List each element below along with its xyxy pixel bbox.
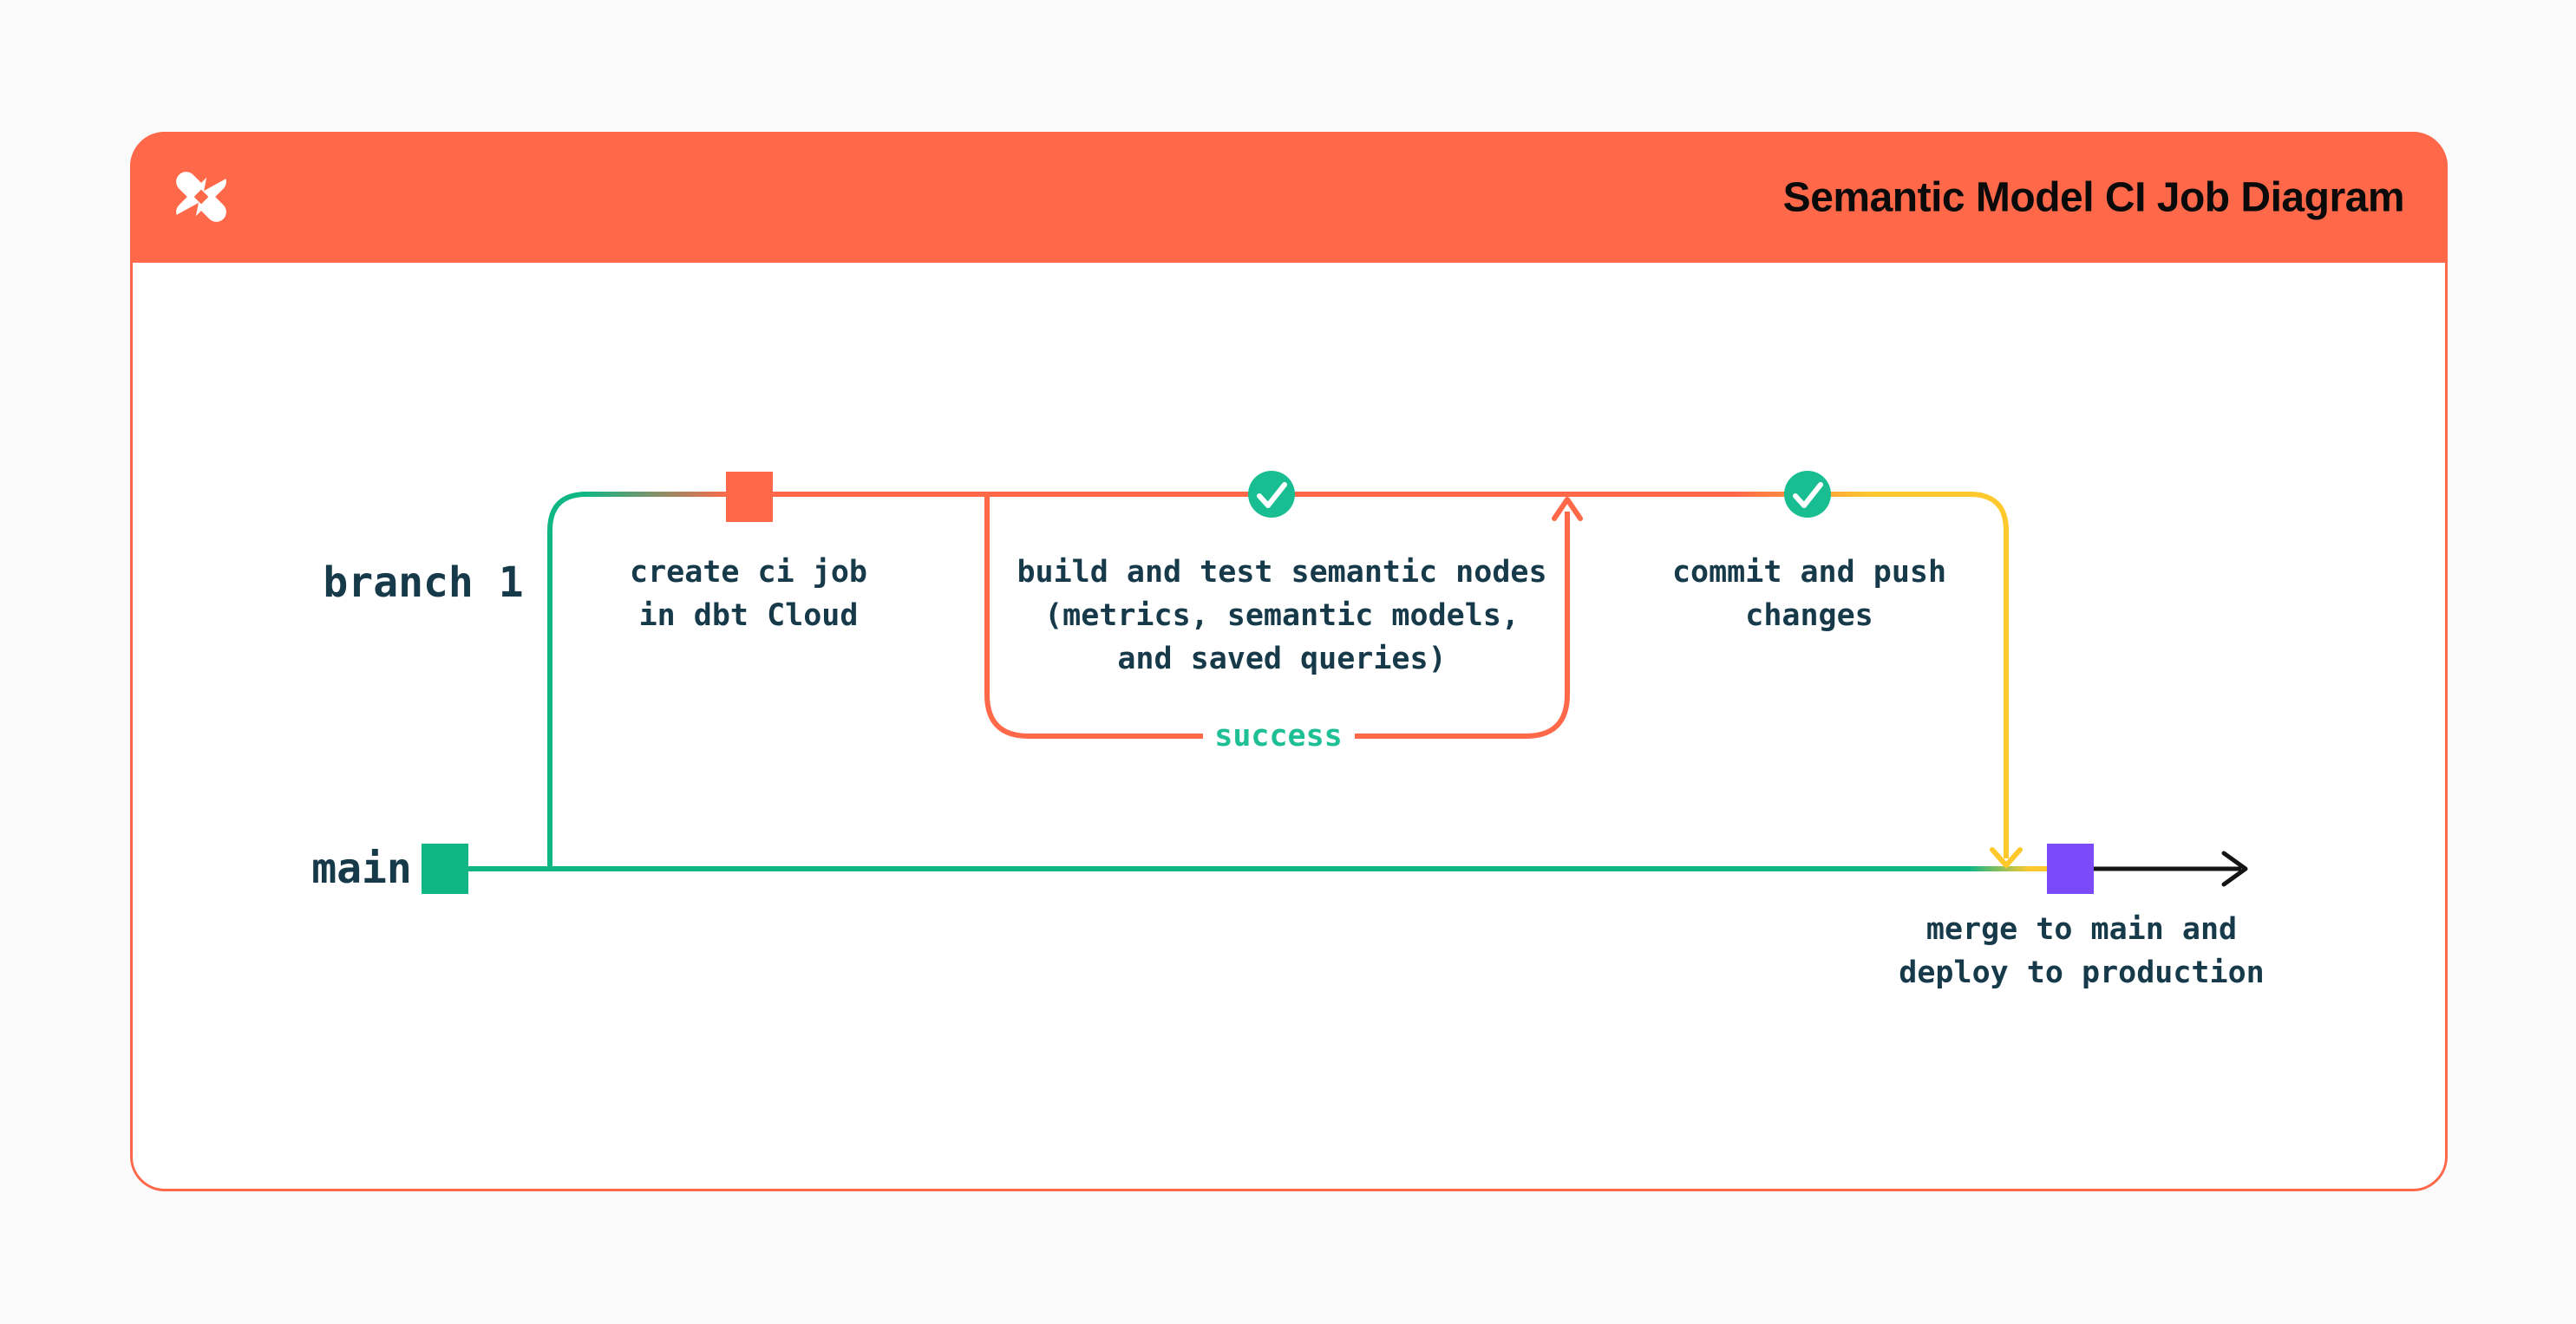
arrow-down-icon xyxy=(1990,847,2023,868)
label-line: build and test semantic nodes xyxy=(1017,555,1547,590)
merge-commit-node xyxy=(2047,844,2094,894)
success-label: success xyxy=(1214,719,1343,753)
check-circle-icon xyxy=(1784,471,1831,518)
label-line: and saved queries) xyxy=(1117,642,1447,676)
label-line: create ci job xyxy=(630,555,867,590)
build-and-test-label: build and test semantic nodes (metrics, … xyxy=(1017,551,1546,681)
commit-and-push-label: commit and push changes xyxy=(1672,551,1946,637)
branch-1-label: branch 1 xyxy=(323,558,524,607)
main-commit-node xyxy=(422,844,468,894)
page-title: Semantic Model CI Job Diagram xyxy=(1782,174,2405,220)
label-line: deploy to production xyxy=(1899,955,2265,990)
label-line: commit and push xyxy=(1671,555,1947,590)
arrow-up-icon xyxy=(1552,497,1583,521)
create-ci-commit-node xyxy=(726,472,773,522)
dbt-logo-icon xyxy=(173,164,229,230)
merge-to-main-label: merge to main and deploy to production xyxy=(1899,908,2264,995)
arrow-right-icon xyxy=(2221,851,2248,887)
main-label: main xyxy=(311,845,412,893)
label-line: changes xyxy=(1745,598,1873,633)
check-circle-icon xyxy=(1248,471,1295,518)
success-loop-path xyxy=(984,497,1570,739)
label-line: merge to main and xyxy=(1925,912,2238,947)
card-header: Semantic Model CI Job Diagram xyxy=(130,132,2448,263)
label-line: (metrics, semantic models, xyxy=(1044,598,1520,633)
create-ci-job-label: create ci job in dbt Cloud xyxy=(630,551,867,637)
diagram-card: Semantic Model CI Job Diagram xyxy=(130,132,2448,1191)
label-line: in dbt Cloud xyxy=(638,598,859,633)
